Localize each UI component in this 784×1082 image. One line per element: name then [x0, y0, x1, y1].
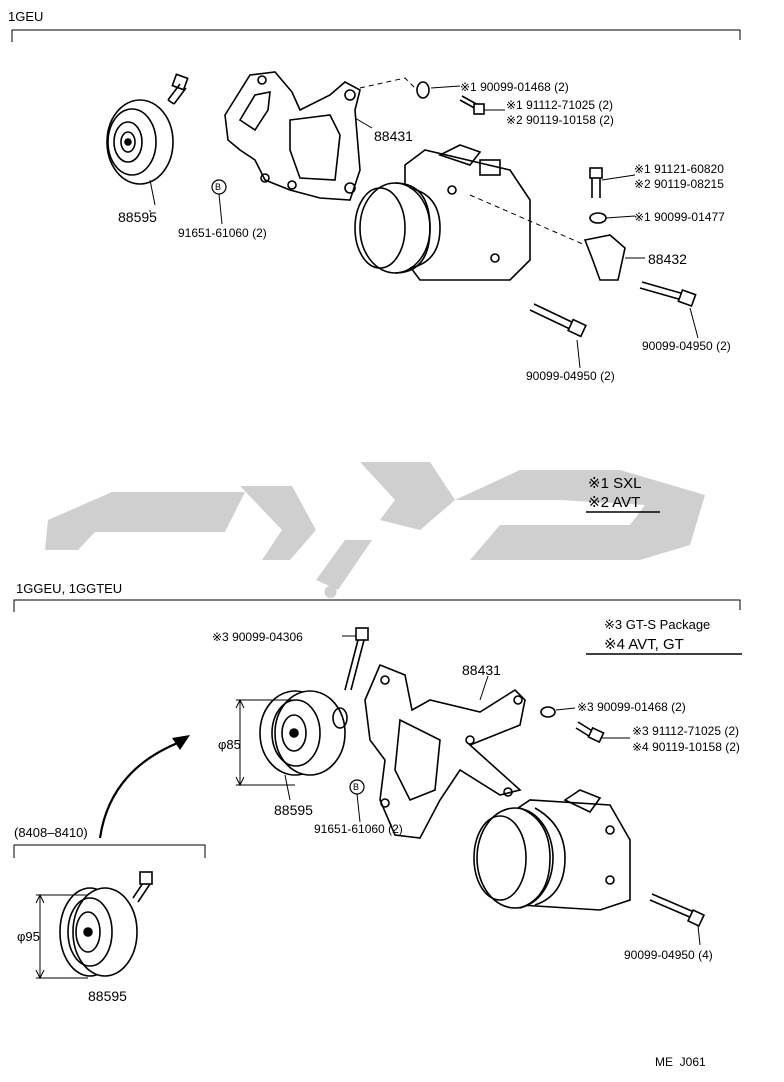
legend-rules	[586, 511, 742, 655]
part-label: ※4 90119-10158 (2)	[632, 740, 740, 754]
part-label: ※1 91121-60820	[634, 162, 724, 176]
part-label: 90099-04950 (2)	[642, 339, 731, 353]
b-marker-text: B	[215, 182, 222, 192]
bottom-assembly	[98, 627, 706, 946]
watermark-logo	[45, 462, 705, 598]
bolt-bottom-3	[649, 893, 706, 946]
dimension-label: φ95	[17, 929, 40, 944]
pulley-top	[106, 73, 189, 206]
compressor-bottom	[473, 789, 631, 911]
washer-bottom	[540, 706, 556, 718]
long-bolt-top-1	[529, 303, 587, 369]
washer-top-2	[589, 212, 607, 224]
part-label: 88595	[88, 988, 127, 1004]
page-code: ME J061	[655, 1055, 706, 1069]
bracket-top	[224, 71, 373, 201]
inset-pulley	[35, 871, 153, 980]
dimension-label: φ85	[218, 737, 241, 752]
compressor-top	[354, 144, 531, 281]
long-bolt-top-2	[639, 281, 699, 339]
bracket-88432	[583, 234, 626, 281]
section-brackets	[11, 29, 741, 858]
legend-item: ※4 AVT, GT	[604, 636, 684, 653]
part-label: ※2 90119-10158 (2)	[506, 113, 614, 127]
bolt-top-1	[459, 95, 505, 115]
pulley-bottom	[259, 690, 348, 801]
section-label-top: 1GEU	[8, 9, 44, 24]
part-label: 88431	[462, 662, 501, 678]
part-label: ※1 91112-71025 (2)	[506, 98, 614, 112]
legend-item: ※2 AVT	[588, 494, 641, 511]
legend-item: ※1 SXL	[588, 475, 642, 492]
part-label: 88595	[274, 802, 313, 818]
section-label-bottom: 1GGEU, 1GGTEU	[16, 581, 123, 596]
part-label: 90099-04950 (4)	[624, 948, 713, 962]
part-label: ※1 90099-01468 (2)	[460, 80, 569, 94]
section-label-inset: (8408–8410)	[14, 825, 88, 840]
legend-item: ※3 GT-S Package	[604, 617, 711, 632]
part-label: ※2 90119-08215	[634, 177, 724, 191]
part-label: 91651-61060 (2)	[178, 226, 267, 240]
part-label: 90099-04950 (2)	[526, 369, 615, 383]
part-label: ※3 90099-04306	[212, 630, 303, 644]
bracket-bottom	[364, 663, 526, 839]
part-label: ※3 90099-01468 (2)	[577, 700, 686, 714]
washer-top	[416, 81, 430, 99]
part-label: 88432	[648, 251, 687, 267]
bolt-bottom-1	[342, 627, 369, 691]
part-label: 88595	[118, 209, 157, 225]
part-label: 91651-61060 (2)	[314, 822, 403, 836]
part-label: ※1 90099-01477	[634, 210, 725, 224]
part-label: 88431	[374, 128, 413, 144]
part-label: ※3 91112-71025 (2)	[632, 724, 740, 738]
top-assembly	[106, 71, 699, 369]
bolt-top-2	[589, 167, 636, 198]
bolt-bottom-2	[575, 721, 630, 744]
b-marker-text: B	[353, 782, 360, 792]
